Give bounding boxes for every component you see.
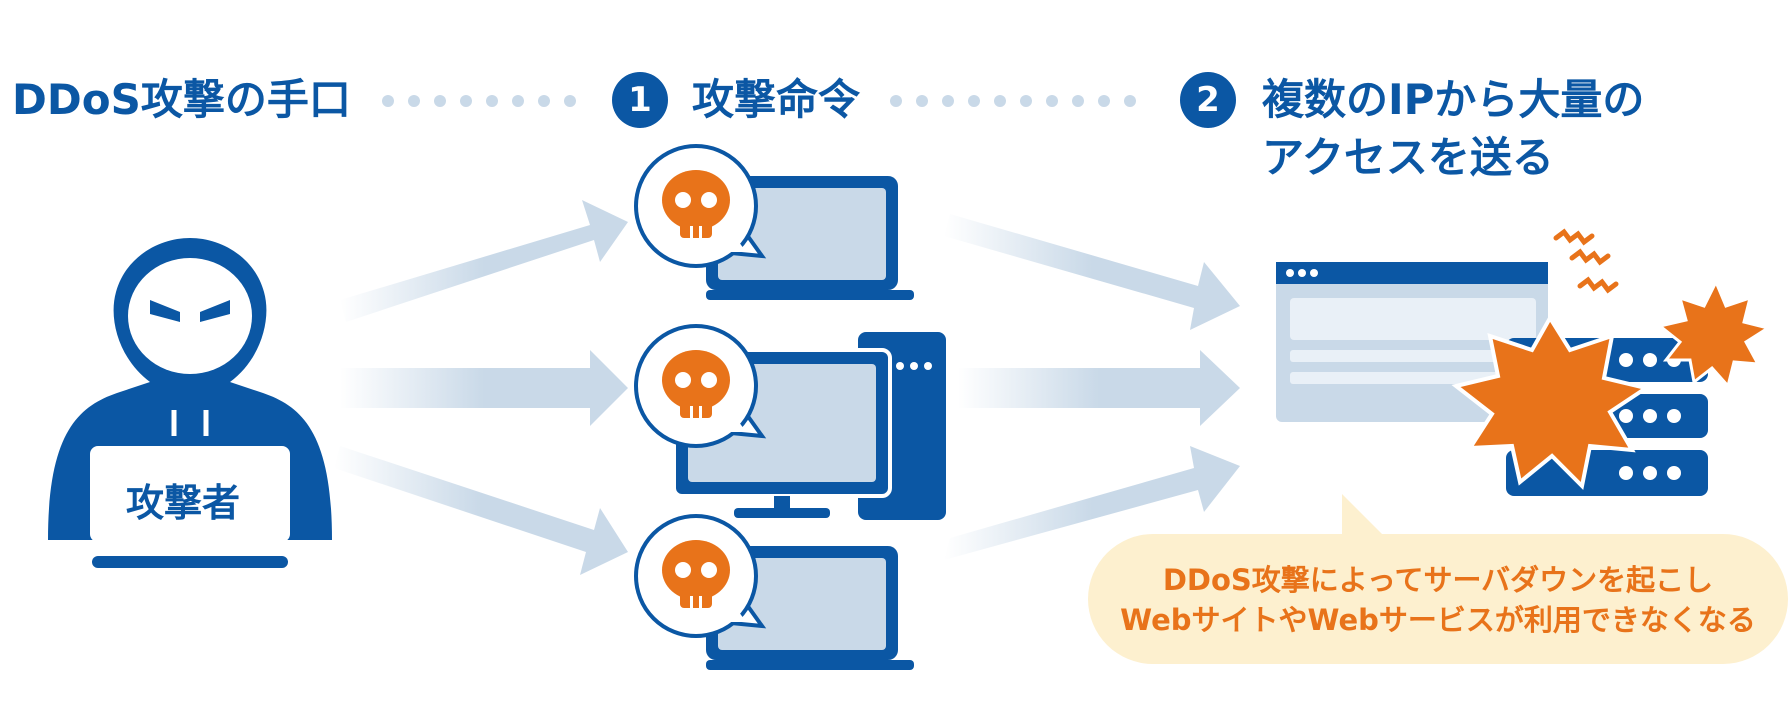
skull-icon-bottom xyxy=(662,540,730,608)
step-1-number: 1 xyxy=(612,72,668,128)
step-2-label-line1: 複数のIPから大量の xyxy=(1262,75,1645,124)
step-2-number: 2 xyxy=(1180,72,1236,128)
step-1-label: 攻撃命令 xyxy=(692,75,861,124)
result-callout xyxy=(1088,534,1788,664)
diagram-title: DDoS攻撃の手口 xyxy=(12,75,351,124)
skull-icon-middle xyxy=(662,350,730,418)
arrow-attacker-to-desktop xyxy=(340,350,628,426)
arrow-laptop-top-to-server xyxy=(944,214,1240,330)
callout-line-2: WebサイトやWebサービスが利用できなくなる xyxy=(1120,603,1756,637)
hacker-icon xyxy=(48,238,332,568)
callout-tail xyxy=(1342,494,1386,538)
arrow-desktop-to-server xyxy=(958,350,1240,426)
step-2-label-line2: アクセスを送る xyxy=(1262,133,1554,182)
explosion-icon-large xyxy=(1451,314,1651,491)
dotted-connector-1 xyxy=(382,94,576,108)
skull-icon-top xyxy=(662,170,730,238)
arrow-laptop-bottom-to-server xyxy=(944,446,1240,560)
callout-line-1: DDoS攻撃によってサーバダウンを起こし xyxy=(1162,563,1714,597)
shock-lines-icon xyxy=(1553,228,1619,294)
dotted-connector-2 xyxy=(890,94,1136,108)
arrow-attacker-to-laptop-bottom xyxy=(334,446,628,575)
attacker-label: 攻撃者 xyxy=(126,481,241,525)
result-callout-text: DDoS攻撃によってサーバダウンを起こし WebサイトやWebサービスが利用でき… xyxy=(1088,560,1788,640)
arrow-attacker-to-laptop-top xyxy=(340,200,628,322)
explosion-icon-small xyxy=(1656,278,1772,390)
